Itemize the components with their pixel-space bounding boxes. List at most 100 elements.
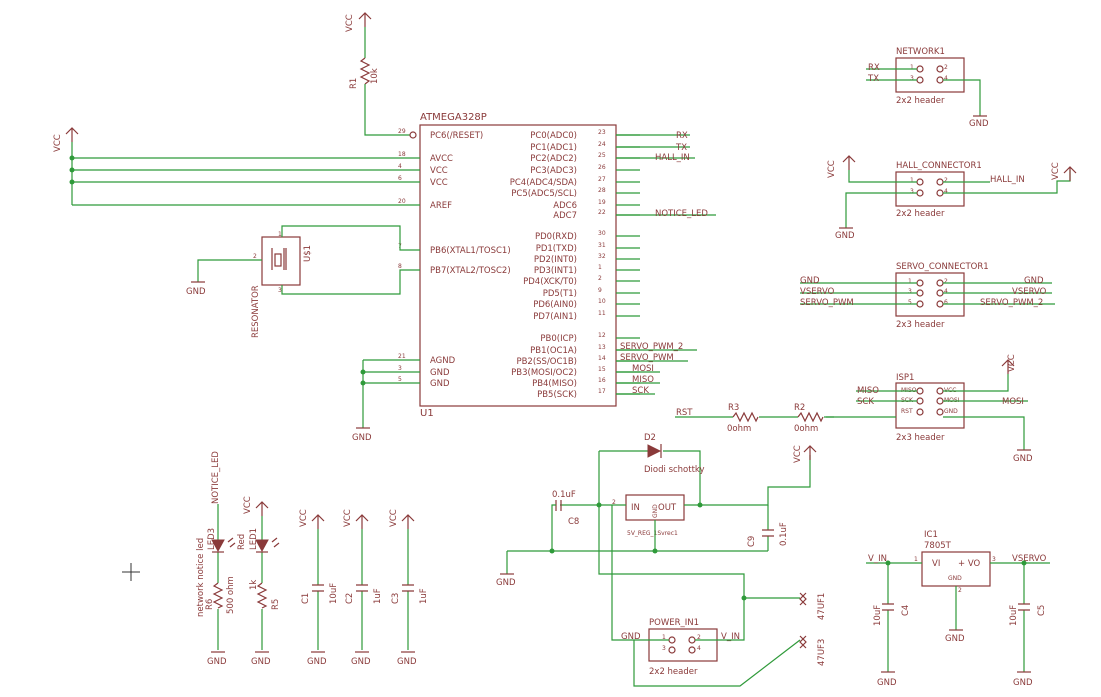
resonator-pin1: 1 [278,231,282,238]
vcc-label-left: VCC [53,134,63,152]
pin-number: 13 [598,344,606,351]
pin-number: 26 [598,164,606,171]
ic1-vi: VI [932,559,940,569]
pin-number: 32 [598,253,606,260]
mcu-right-pins: 23PC0(ADC0)24PC1(ADC1)25PC2(ADC2)26PC3(A… [510,129,640,400]
pin-number: 25 [598,152,606,159]
r1-value: 10k [370,68,380,84]
r1-ref: R1 [349,78,359,89]
net-vservo: VSERVO [1012,287,1047,297]
pin-name: PB1(OC1A) [530,346,577,356]
hall-connector: HALL_CONNECTOR1 2x2 header 1 2 3 4 VCC G… [827,155,1077,241]
pin-number: 23 [598,129,606,136]
pin-name: VCC [430,166,448,176]
pin-number: 24 [598,141,606,148]
reset-net: VCC R1 10k [345,12,417,139]
pin-name: PD7(AIN1) [533,312,577,322]
r2-ref: R2 [794,403,805,413]
power-title: POWER_IN1 [649,618,699,628]
c1-value: 10uF [329,583,339,604]
gnd-label: GND [207,657,227,667]
led1-value: Red [237,534,247,550]
power-in-header: POWER_IN1 2x2 header 1 2 3 4 GND V_IN 47… [621,592,827,687]
crosshair-icon [122,563,140,581]
mcu-name: ATMEGA328P [420,112,487,123]
d2-ref: D2 [644,433,656,443]
pin-number: 12 [598,332,606,339]
pin-label: GND [944,408,958,415]
pin-number: 1 [598,264,602,271]
net-hall-in: HALL_IN [990,175,1025,185]
vcc-label: VCC [243,496,253,514]
pin-number: 29 [398,128,406,135]
vcc-label: VCC [1007,354,1017,372]
vcc-label: VCC [299,509,309,527]
c2-ref: C2 [345,593,355,604]
c5-value: 10uF [1009,605,1019,626]
pin-name: PC3(ADC3) [530,166,577,176]
gnd-label: GND [307,657,327,667]
led3-value: network notice led [196,538,206,617]
ic1-ref: IC1 [924,530,938,540]
pin-name: GND [430,368,450,378]
gnd-label: GND [251,657,271,667]
pin-label: 4 [944,75,948,82]
pin-label: 6 [944,299,948,306]
net-vservo: VSERVO [800,287,835,297]
pin-name: PC5(ADC5/SCL) [511,189,577,199]
servo-type: 2x3 header [896,320,945,330]
pin-name: PD6(AIN0) [533,300,577,310]
vcc-label: VCC [827,160,837,178]
ic1-pin3: 3 [992,556,996,563]
gnd-label: GND [496,578,516,588]
gnd-label: GND [1013,678,1033,688]
net-sck: SCK [857,397,874,407]
pin-number: 4 [398,163,402,170]
pin-label: 1 [662,634,666,641]
resonator-pin2: 2 [253,253,257,260]
pin-number: 30 [598,230,606,237]
gnd-label: GND [186,287,206,297]
pin-name: PD3(INT1) [534,266,577,276]
ic1-7805t: IC1 7805T VI + VO GND V_IN VSERVO 1 3 2 … [866,530,1050,688]
net-rx: RX [868,63,880,73]
pin-number: 17 [598,388,606,395]
pin-name: ADC7 [553,211,577,221]
c3-ref: C3 [391,593,401,604]
pin-name: PB4(MISO) [532,379,577,389]
gnd-label: GND [397,657,417,667]
vcc-bus: VCC [53,127,420,206]
pin-number: 8 [398,263,402,270]
net-miso: MISO [857,386,879,396]
net-mosi: MOSI [632,364,654,374]
pin-label: 3 [910,75,914,82]
net-notice-led: NOTICE_LED [211,451,221,504]
gnd-label: GND [352,433,372,443]
r2-value: 0ohm [794,424,818,434]
pin-number: 5 [398,376,402,383]
pin-number: 21 [398,353,406,360]
c5-ref: C5 [1037,605,1047,616]
net-servo-pwm-2: SERVO_PWM_2 [980,298,1043,308]
mcu-ref: U1 [420,408,434,419]
mcu-gnd: GND [352,359,420,443]
pin-label: 1 [910,177,914,184]
r6-value: 500 ohm [226,576,236,614]
pin-number: 2 [598,275,602,282]
pin-name: ADC6 [553,201,577,211]
pin-label: 3 [908,288,912,295]
pin-name: PD1(TXD) [536,244,577,254]
gnd-label: GND [1013,454,1033,464]
pin-number: 6 [398,175,402,182]
gnd-label: GND [835,231,855,241]
pin-number: 18 [398,151,406,158]
vcc-label: VCC [343,509,353,527]
vcc-label: VCC [389,509,399,527]
net-notice-led: NOTICE_LED [655,209,708,219]
pin-name: PB3(MOSI/OC2) [511,368,577,378]
net-gnd: GND [800,276,820,286]
net-v-in: V_IN [868,554,887,564]
mcu-right-nets: RX TX HALL_IN NOTICE_LED SERVO_PWM_2 SER… [616,131,716,396]
